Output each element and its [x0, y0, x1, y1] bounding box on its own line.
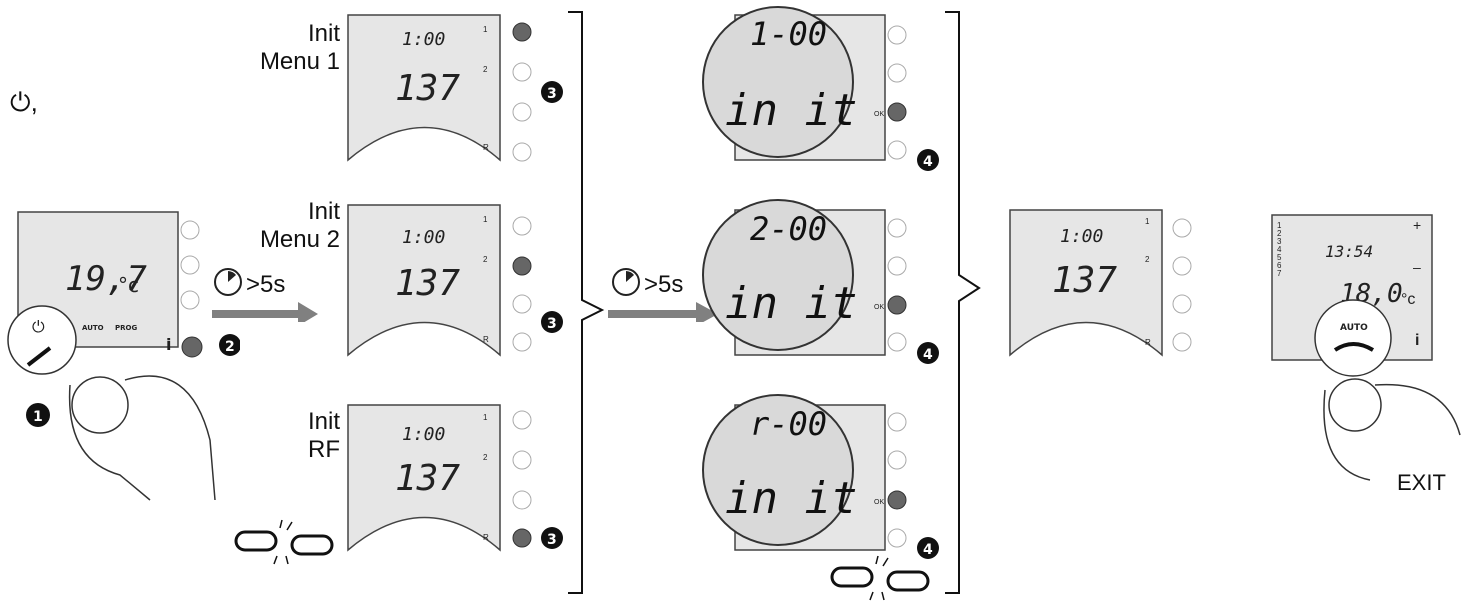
svg-text:+: +	[1413, 217, 1421, 233]
mode-prog: PROG	[115, 324, 137, 332]
step-2-badge	[219, 334, 240, 356]
mode-zoom	[1314, 299, 1392, 377]
start-thermostat: 19,7 °c i ⏻ AUTO PROG 1 2	[7, 211, 240, 501]
menu-screens: 1:00 137 1 2 R 3 1:00 137 1 2 R 3 1:00 1…	[347, 14, 563, 552]
step-1-badge	[26, 403, 50, 427]
svg-text:R: R	[483, 335, 489, 344]
svg-text:137: 137	[395, 68, 460, 109]
menu-2-label-line2: Menu 2	[259, 226, 340, 253]
svg-text:4: 4	[923, 347, 933, 363]
svg-text:1: 1	[483, 413, 488, 422]
svg-text:i: i	[1415, 332, 1419, 349]
svg-text:1-00: 1-00	[750, 15, 827, 53]
svg-text:–: –	[1413, 259, 1421, 275]
link-icon	[234, 519, 334, 565]
bracket-2	[945, 11, 981, 594]
start-temp: 19,7	[65, 259, 147, 299]
svg-text:1: 1	[1277, 221, 1282, 230]
svg-text:2: 2	[483, 453, 488, 462]
svg-text:3: 3	[547, 532, 557, 548]
info-button	[181, 336, 203, 358]
svg-text:2-00: 2-00	[750, 210, 827, 248]
svg-text:°c: °c	[1401, 291, 1415, 308]
exit-label: EXIT	[1397, 470, 1446, 495]
svg-text:1: 1	[483, 215, 488, 224]
exit-thermostat: 1 2 3 4 5 6 7 13:54 18,0 °c + – i AUTO E…	[1271, 214, 1461, 495]
svg-text:in it: in it	[725, 473, 857, 524]
svg-text:2: 2	[225, 339, 235, 355]
side-buttons[interactable]	[180, 220, 203, 358]
svg-text:4: 4	[923, 542, 933, 558]
timer-arrow-2: >5s	[608, 268, 718, 322]
svg-text:1:00: 1:00	[402, 424, 445, 445]
svg-text:1:00: 1:00	[402, 227, 445, 248]
svg-text:137: 137	[395, 263, 460, 304]
svg-text:2: 2	[1145, 255, 1150, 264]
svg-text:7: 7	[1277, 269, 1282, 278]
menu-2-label-line1: Init	[307, 198, 340, 225]
menu-3-label-line1: Init	[307, 408, 340, 435]
svg-text:3: 3	[1277, 237, 1282, 246]
power-icon: ⏻	[32, 317, 45, 336]
svg-text:1: 1	[1145, 217, 1150, 226]
svg-text:6: 6	[1277, 261, 1282, 270]
menu-1-label-line2: Menu 1	[259, 48, 340, 75]
hold-label-1: >5s	[246, 271, 285, 298]
svg-text:in it: in it	[725, 85, 857, 136]
svg-text:R: R	[1145, 338, 1151, 347]
svg-text:OK: OK	[874, 111, 884, 118]
svg-text:r-00: r-00	[750, 405, 827, 443]
svg-text:137: 137	[1052, 260, 1117, 301]
svg-text:R: R	[483, 533, 489, 542]
zoom-screens: OK 1-00 in it 4 OK 2-00 in it 4 OK r-00 …	[702, 6, 939, 601]
hold-label-2: >5s	[644, 271, 683, 298]
start-unit: °c	[118, 273, 139, 297]
svg-text:1: 1	[33, 409, 43, 425]
timer-arrow-1: >5s	[212, 268, 318, 322]
svg-text:2: 2	[483, 255, 488, 264]
zoom-2: OK 2-00 in it 4	[702, 199, 939, 364]
svg-text:AUTO: AUTO	[1340, 323, 1368, 333]
result-screen: 1:00 137 1 2 R	[1009, 209, 1192, 357]
info-label: i	[166, 335, 171, 354]
menu-3-screen: 1:00 137 1 2 R 3	[347, 404, 563, 552]
svg-text:R: R	[483, 143, 489, 152]
menu-1-label-line1: Init	[307, 20, 340, 47]
zoom-3: OK r-00 in it 4	[702, 394, 939, 559]
svg-text:in it: in it	[725, 278, 857, 329]
menu-2-screen: 1:00 137 1 2 R 3	[347, 204, 563, 357]
svg-text:1:00: 1:00	[1060, 226, 1103, 247]
svg-text:1:00: 1:00	[402, 29, 445, 50]
menu-1-screen: 1:00 137 1 2 R 3	[347, 14, 563, 162]
svg-text:1: 1	[483, 25, 488, 34]
svg-text:4: 4	[923, 154, 933, 170]
bracket-1	[568, 11, 605, 594]
menu-3-label-line2: RF	[308, 436, 340, 463]
svg-text:OK: OK	[874, 499, 884, 506]
knob	[1328, 378, 1382, 432]
svg-text:5: 5	[1277, 253, 1282, 262]
svg-text:2: 2	[1277, 229, 1282, 238]
svg-text:3: 3	[547, 86, 557, 102]
zoom-1: OK 1-00 in it 4	[702, 6, 939, 171]
mode-auto: AUTO	[82, 324, 104, 332]
svg-text:4: 4	[1277, 245, 1282, 254]
svg-text:3: 3	[547, 316, 557, 332]
svg-text:137: 137	[395, 458, 460, 499]
power-label: ⏻,	[10, 87, 38, 117]
svg-text:2: 2	[483, 65, 488, 74]
link-icon-2	[830, 555, 930, 601]
svg-text:OK: OK	[874, 304, 884, 311]
mode-zoom	[7, 305, 77, 375]
svg-text:13:54: 13:54	[1325, 242, 1373, 261]
knob	[71, 376, 129, 434]
